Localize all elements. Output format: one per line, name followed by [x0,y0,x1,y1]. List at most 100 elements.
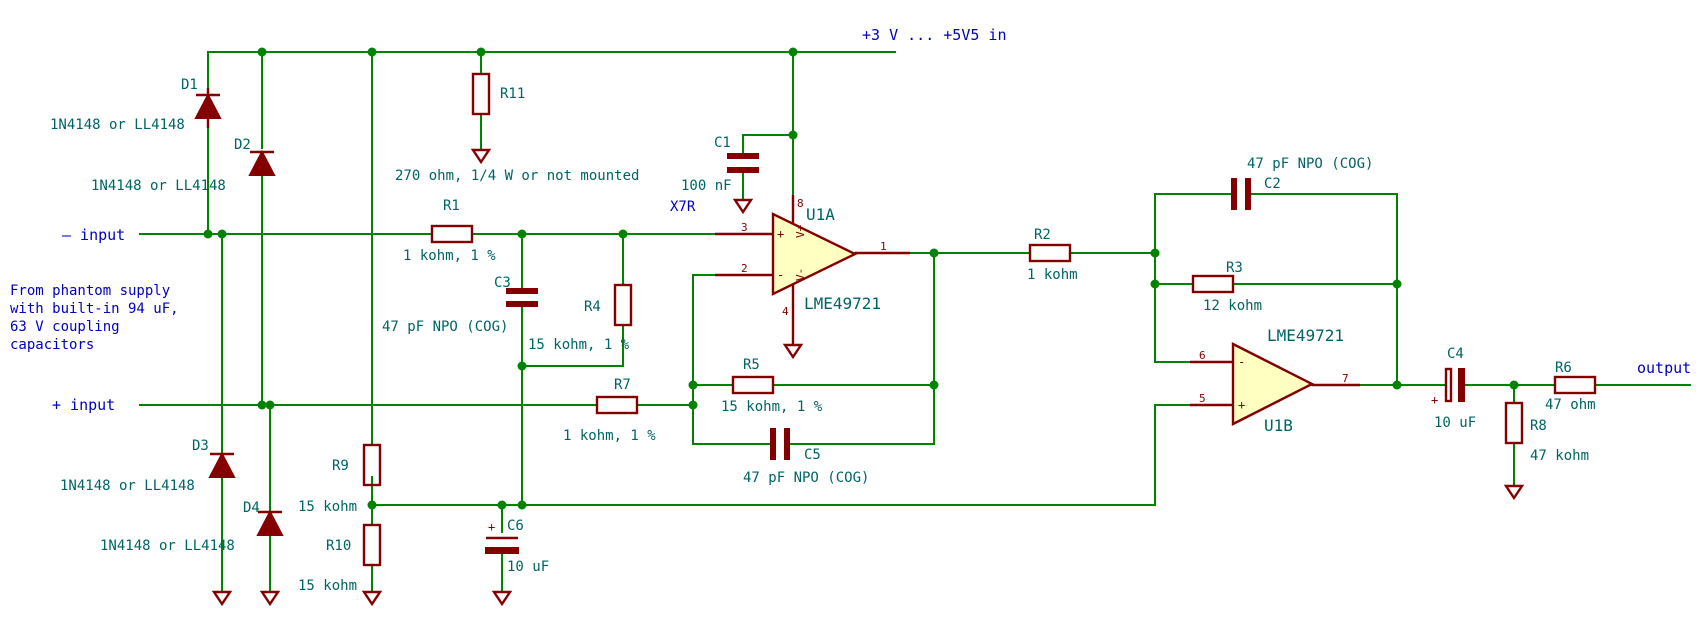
junctions [203,47,1519,510]
capacitor-c1: C1 100 nF X7R [670,135,759,215]
r7-value: 1 kohm, 1 % [563,428,656,444]
ground-icon [491,590,513,607]
junction-dot [517,229,527,239]
opamp-u1b: 6 5 7 - + LME49721 U1B [1190,326,1360,435]
junction-dot [265,400,275,410]
junction-dot [517,500,527,510]
capacitor-c3: C3 47 pF NPO (COG) [382,275,538,335]
u1a-plus-sign: + [777,227,784,241]
r11-value: 270 ohm, 1/4 W or not mounted [395,168,639,184]
r4-ref: R4 [584,299,601,315]
r3-value: 12 kohm [1203,298,1262,314]
c4-ref: C4 [1447,346,1464,362]
u1a-minus-sign: - [777,268,784,282]
junction-dot [1392,279,1402,289]
junction-dot [476,47,486,57]
r10-value: 15 kohm [298,578,357,594]
capacitor-c5: C5 47 pF NPO (COG) [743,428,869,486]
junction-dot [1150,279,1160,289]
capacitor-c2: C2 47 pF NPO (COG) [1231,156,1373,210]
c1-ref: C1 [714,135,731,151]
r7-ref: R7 [614,377,631,393]
d1-value: 1N4148 or LL4148 [50,117,185,133]
c4-plus: + [1431,393,1438,407]
r8-value: 47 kohm [1530,448,1589,464]
r8-ref: R8 [1530,418,1547,434]
u1a-pin2: 2 [741,262,748,275]
junction-dot [497,500,507,510]
junction-dot [367,500,377,510]
phantom-note-line1: From phantom supply [10,283,170,299]
resistor-r3: R3 12 kohm [1191,260,1262,314]
u1a-pin4: 4 [782,305,789,318]
r5-value: 15 kohm, 1 % [721,399,823,415]
d4-value: 1N4148 or LL4148 [100,538,235,554]
u1a-ref: U1A [806,205,835,224]
c5-ref: C5 [804,447,821,463]
c6-value: 10 uF [507,559,549,575]
junction-dot [517,361,527,371]
u1b-pin7: 7 [1342,372,1349,385]
u1a-pin3: 3 [741,221,748,234]
r2-ref: R2 [1034,227,1051,243]
resistor-r5: R5 15 kohm, 1 % [721,357,823,415]
c3-value: 47 pF NPO (COG) [382,319,508,335]
u1b-minus-sign: - [1238,355,1245,369]
resistor-r6: R6 47 ohm [1545,360,1597,413]
c4-value: 10 uF [1434,415,1476,431]
resistor-r8: R8 47 kohm [1504,401,1589,464]
capacitor-c4: + C4 10 uF [1431,346,1476,431]
u1a-vminus: V- [794,268,807,281]
resistor-r7: R7 1 kohm, 1 % [563,377,656,444]
junction-dot [688,380,698,390]
r5-ref: R5 [743,357,760,373]
u1b-plus-sign: + [1238,398,1245,412]
d1-ref: D1 [181,77,198,93]
u1b-value: LME49721 [1267,326,1344,345]
diode-d3: D3 1N4148 or LL4148 [60,438,236,494]
u1b-ref: U1B [1264,416,1293,435]
resistor-r4: R4 15 kohm, 1 % [528,283,633,353]
junction-dot [1392,380,1402,390]
r2-value: 1 kohm [1027,267,1078,283]
r6-value: 47 ohm [1545,397,1596,413]
junction-dot [1150,248,1160,258]
junction-dot [1509,380,1519,390]
junction-dot [257,400,267,410]
junction-dot [788,47,798,57]
wires [139,51,1691,593]
c1-value2: X7R [670,199,696,215]
r1-value: 1 kohm, 1 % [403,248,496,264]
global-labels: +3 V ... +5V5 in – input + input output … [10,26,1691,414]
diode-d1: D1 1N4148 or LL4148 [50,77,222,133]
resistor-r1: R1 1 kohm, 1 % [403,198,496,264]
ground-icon [361,590,383,607]
junction-dot [929,380,939,390]
junction-dot [788,130,798,140]
r9-ref: R9 [332,458,349,474]
c6-plus: + [488,520,495,534]
junction-dot [618,229,628,239]
r9-value: 15 kohm [298,499,357,515]
r1-ref: R1 [443,198,460,214]
u1a-pin8: 8 [797,197,804,210]
r11-ref: R11 [500,86,525,102]
capacitor-c6: + C6 10 uF [485,518,549,575]
diode-d4: D4 1N4148 or LL4148 [100,500,284,554]
d4-ref: D4 [243,500,260,516]
junction-dot [203,229,213,239]
junction-dot [367,47,377,57]
c2-value: 47 pF NPO (COG) [1247,156,1373,172]
resistor-r10: R10 15 kohm [298,523,382,594]
c2-ref: C2 [1264,176,1281,192]
junction-dot [257,47,267,57]
r10-ref: R10 [326,538,351,554]
c3-ref: C3 [494,275,511,291]
resistor-r9: R9 15 kohm [298,443,382,515]
grounds [211,148,1525,607]
minus-input-label: – input [62,226,125,244]
supply-label: +3 V ... +5V5 in [862,26,1007,44]
r3-ref: R3 [1226,260,1243,276]
plus-input-label: + input [52,396,115,414]
